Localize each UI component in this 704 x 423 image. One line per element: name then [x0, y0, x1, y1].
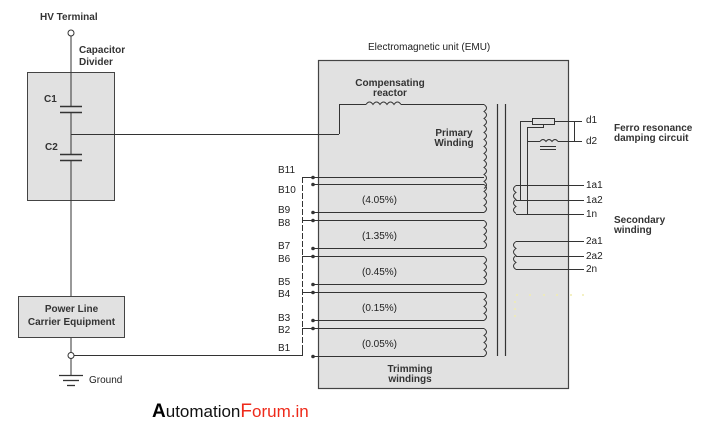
trimming-winding-4	[313, 292, 487, 321]
primary-winding-icon	[483, 104, 487, 189]
terminal-2a2: 2a2	[586, 251, 603, 262]
terminal-b7: B7	[278, 241, 291, 252]
compensating-reactor-icon	[365, 101, 402, 106]
primary-winding-label-1: Primary	[435, 128, 473, 139]
terminal-2a1: 2a1	[586, 236, 603, 247]
trimming-winding-3	[313, 256, 487, 285]
terminal-b8: B8	[278, 218, 291, 229]
secondary-winding-1	[513, 185, 584, 215]
trim-pct-4: (0.15%)	[362, 303, 398, 314]
brand-watermark: AutomationForum.in	[152, 402, 309, 422]
terminal-b3: B3	[278, 313, 291, 324]
terminal-b10: B10	[278, 185, 296, 196]
terminal-2n: 2n	[586, 264, 598, 275]
trim-pct-3: (0.45%)	[362, 267, 398, 278]
compensating-reactor-label-2: reactor	[373, 88, 407, 99]
plc-label-2: Carrier Equipment	[27, 317, 116, 328]
hv-terminal-icon	[67, 29, 75, 37]
terminal-b9: B9	[278, 205, 291, 216]
trimming-windings-label-1: Trimming	[387, 364, 433, 375]
trimming-winding-2	[313, 220, 487, 249]
terminal-b5: B5	[278, 277, 291, 288]
trimming-windings-label-2: windings	[388, 374, 432, 385]
trimming-winding-1	[313, 184, 487, 213]
emu-box	[317, 59, 570, 390]
b-terminal-dots	[311, 175, 315, 359]
capacitor-divider-label-2: Divider	[79, 57, 113, 68]
capacitor-divider-label-1: Capacitor	[79, 45, 126, 56]
ferro-resonance-label-1: Ferro resonance	[614, 123, 693, 134]
plc-box	[18, 296, 125, 338]
trimming-winding-5	[313, 328, 487, 357]
trim-pct-2: (1.35%)	[362, 231, 398, 242]
ground-icon	[59, 374, 83, 387]
brand-orum: orum.in	[252, 402, 309, 421]
terminal-1a2: 1a2	[586, 195, 603, 206]
plc-label-1: Power Line	[44, 304, 99, 315]
terminal-1n: 1n	[586, 209, 598, 220]
secondary-winding-2	[513, 241, 584, 270]
brand-f: F	[240, 401, 253, 422]
ground-terminal-icon	[67, 352, 75, 359]
trim-pct-5: (0.05%)	[362, 339, 398, 350]
primary-winding-label-2: Winding	[434, 138, 474, 149]
ground-label: Ground	[89, 375, 123, 386]
hv-terminal-label: HV Terminal	[40, 12, 98, 23]
compensating-reactor-label-1: Compensating	[355, 78, 425, 89]
secondary-winding-label-2: winding	[614, 225, 652, 236]
terminal-b4: B4	[278, 289, 291, 300]
c1-label: C1	[44, 94, 57, 105]
ferro-resonance-label-2: damping circuit	[614, 133, 689, 144]
secondary-winding-label-1: Secondary	[614, 215, 666, 226]
brand-utomation: utomation	[165, 402, 241, 421]
terminal-d1: d1	[586, 115, 598, 126]
terminal-b2: B2	[278, 325, 291, 336]
terminal-d2: d2	[586, 136, 598, 147]
c2-label: C2	[45, 142, 58, 153]
trim-pct-1: (4.05%)	[362, 195, 398, 206]
terminal-b6: B6	[278, 254, 291, 265]
terminal-1a1: 1a1	[586, 180, 603, 191]
terminal-b1: B1	[278, 343, 291, 354]
terminal-b11: B11	[278, 165, 296, 176]
emu-title: Electromagnetic unit (EMU)	[368, 42, 491, 53]
brand-a: A	[152, 401, 166, 422]
